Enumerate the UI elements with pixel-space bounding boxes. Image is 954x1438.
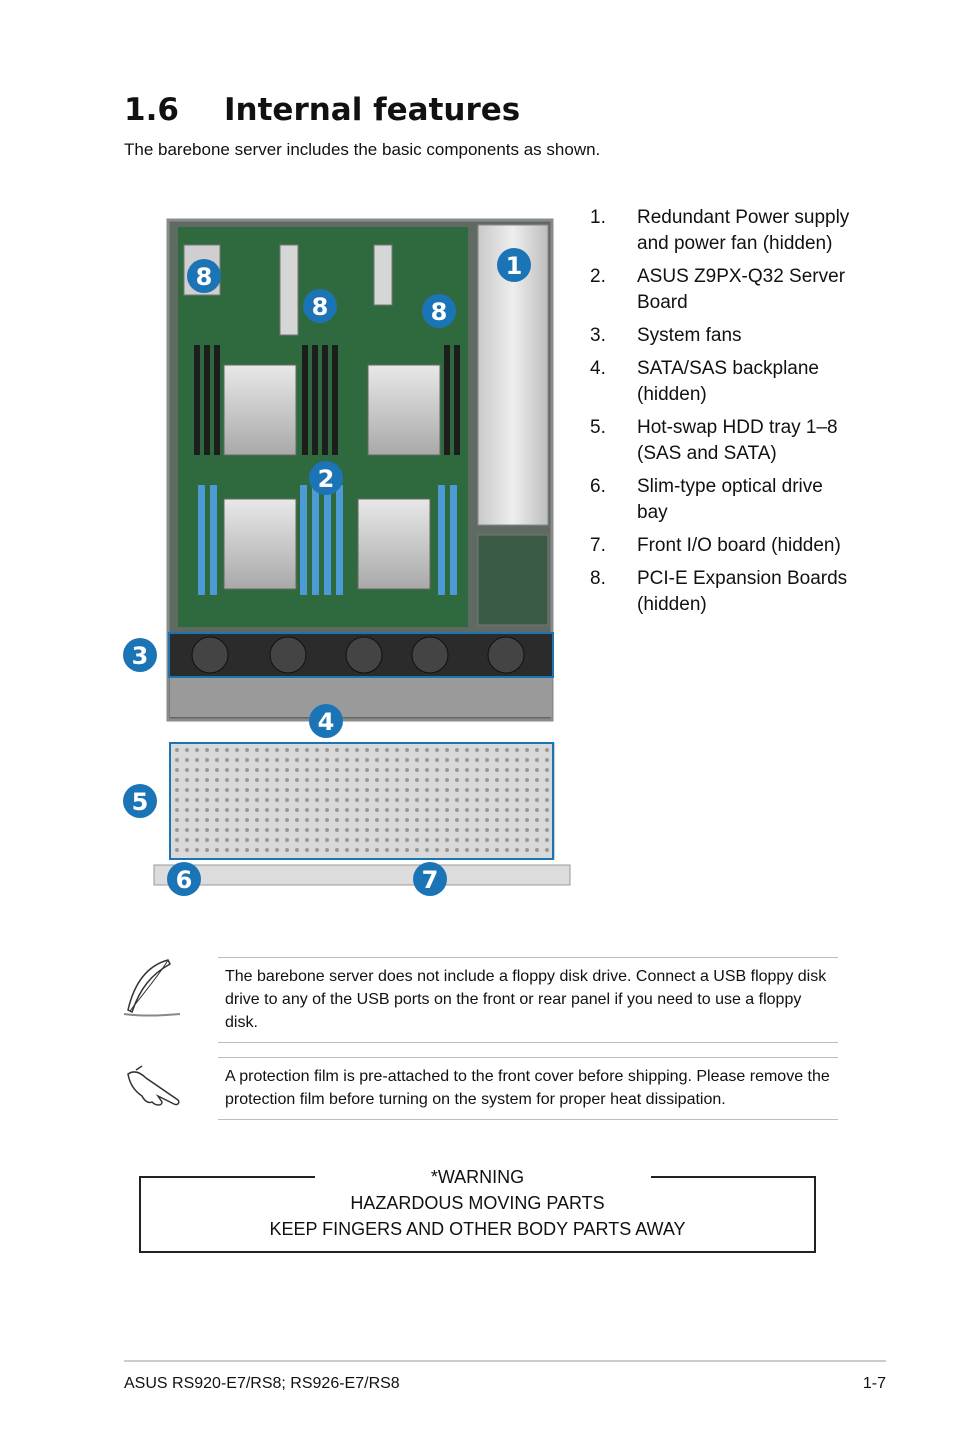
cpu-heatsink-3 — [223, 498, 297, 590]
svg-text:8: 8 — [196, 263, 213, 291]
pcie-card-3 — [373, 244, 393, 306]
hdd-highlight-box — [169, 742, 554, 860]
cpu-heatsink-4 — [357, 498, 431, 590]
warning-line-2: HAZARDOUS MOVING PARTS — [350, 1193, 605, 1213]
section-number: 1.6 — [124, 92, 179, 128]
feather-pen-icon — [118, 956, 188, 1020]
pointing-hand-icon — [118, 1056, 188, 1120]
warning-text: *WARNING HAZARDOUS MOVING PARTS KEEP FIN… — [139, 1164, 816, 1242]
warning-line-3: KEEP FINGERS AND OTHER BODY PARTS AWAY — [269, 1219, 686, 1239]
footer-model: ASUS RS920-E7/RS8; RS926-E7/RS8 — [124, 1375, 400, 1392]
callout-2: 2 — [309, 461, 343, 495]
svg-text:1: 1 — [506, 252, 523, 280]
warning-line-1: *WARNING — [430, 1167, 525, 1187]
io-board-area — [477, 534, 549, 626]
list-item: 8.PCI-E Expansion Boards (hidden) — [590, 568, 848, 615]
pcie-card-2 — [279, 244, 299, 336]
callout-8c: 8 — [422, 294, 456, 328]
section-heading: 1.6 Internal features — [124, 92, 520, 128]
callout-5: 5 — [123, 784, 157, 818]
cpu-heatsink-2 — [367, 364, 441, 456]
callout-7: 7 — [413, 862, 447, 896]
page-number: 1-7 — [862, 1375, 886, 1392]
svg-text:5: 5 — [132, 788, 149, 816]
hdd-tray-area — [169, 742, 555, 860]
svg-text:4: 4 — [318, 708, 335, 736]
list-item: 1.Redundant Power supply and power fan (… — [590, 207, 850, 254]
cpu-heatsink-1 — [223, 364, 297, 456]
svg-text:2: 2 — [318, 465, 335, 493]
server-internal-diagram: 1 2 3 4 5 6 7 8 8 8 — [112, 205, 582, 900]
callout-3: 3 — [123, 638, 157, 672]
callout-6: 6 — [167, 862, 201, 896]
fan-highlight-box — [168, 632, 554, 678]
front-bezel — [153, 864, 571, 886]
list-item: 4.SATA/SAS backplane (hidden) — [590, 358, 820, 405]
note-floppy: The barebone server does not include a f… — [218, 957, 838, 1043]
svg-text:8: 8 — [431, 298, 448, 326]
callout-1: 1 — [497, 248, 531, 282]
svg-text:3: 3 — [132, 642, 149, 670]
callout-8b: 8 — [303, 289, 337, 323]
section-title: Internal features — [224, 92, 521, 128]
callout-8a: 8 — [187, 259, 221, 293]
list-item: 3.System fans — [590, 325, 742, 346]
callout-4: 4 — [309, 704, 343, 738]
component-list: 1.Redundant Power supply and power fan (… — [590, 205, 850, 625]
footer-rule — [124, 1360, 886, 1362]
list-item: 2.ASUS Z9PX-Q32 Server Board — [590, 266, 846, 313]
list-item: 5.Hot-swap HDD tray 1–8 (SAS and SATA) — [590, 417, 838, 464]
backplane-area — [170, 677, 552, 717]
list-item: 7.Front I/O board (hidden) — [590, 535, 841, 556]
svg-text:6: 6 — [176, 866, 193, 894]
list-item: 6.Slim-type optical drive bay — [590, 476, 823, 523]
svg-text:7: 7 — [422, 866, 439, 894]
note-protection-film: A protection film is pre-attached to the… — [218, 1057, 838, 1120]
intro-text: The barebone server includes the basic c… — [124, 140, 601, 159]
svg-text:8: 8 — [312, 293, 329, 321]
